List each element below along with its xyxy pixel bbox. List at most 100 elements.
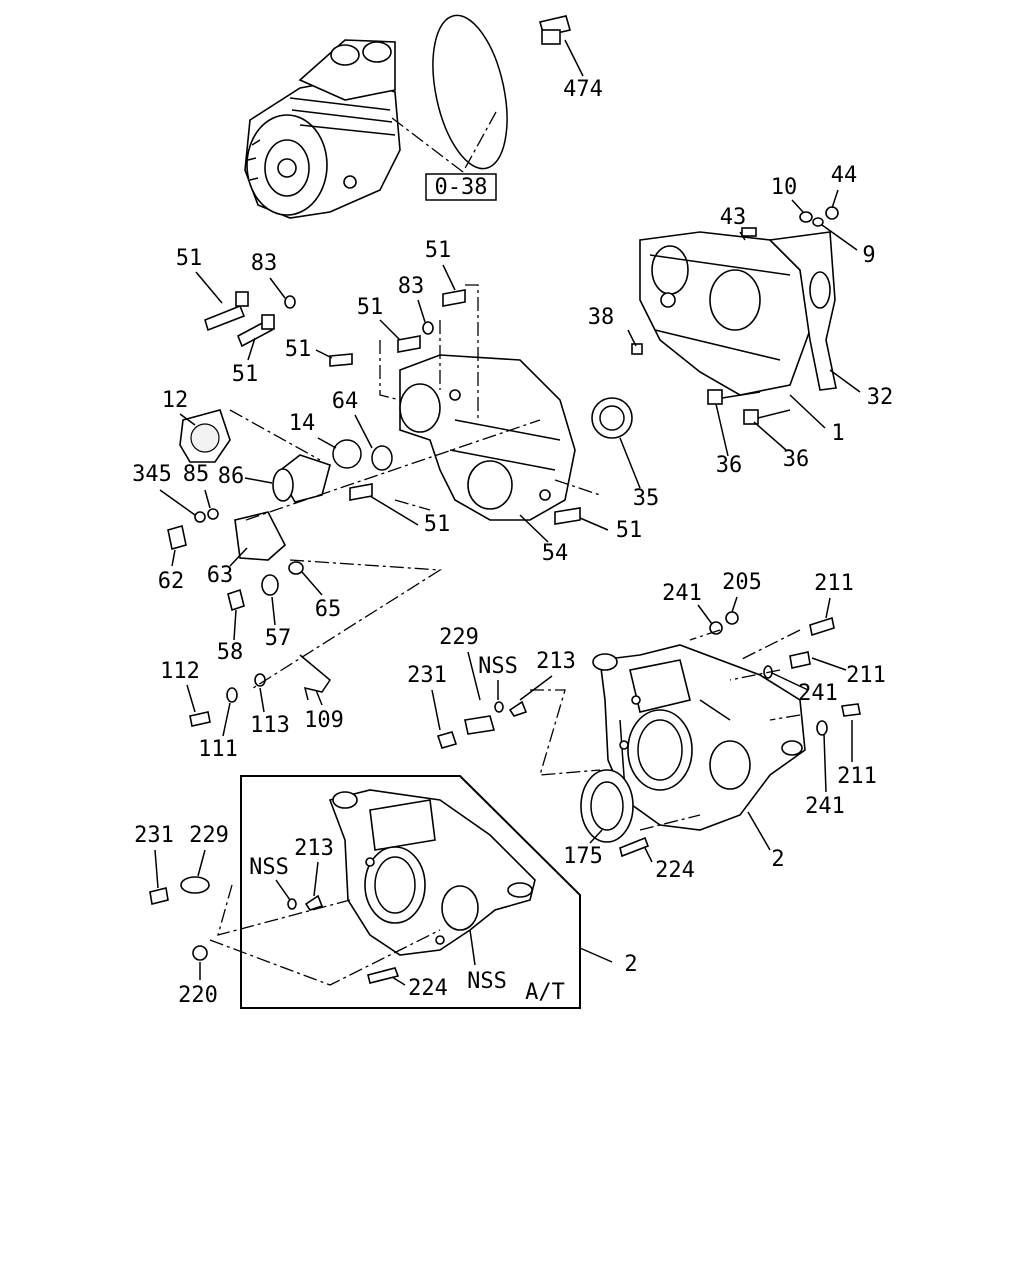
callout-51: 51 <box>176 246 203 271</box>
callout-345: 345 <box>132 462 172 487</box>
callout-1: 1 <box>831 421 844 446</box>
callout-10: 10 <box>771 175 798 200</box>
bolt-part <box>149 887 169 905</box>
washer-part <box>194 511 206 523</box>
flywheel-housing-drawing <box>592 644 806 831</box>
timing-gear-case-drawing <box>639 231 837 396</box>
o-ring-part <box>432 14 508 170</box>
callout-9: 9 <box>862 243 875 268</box>
callout-nss: NSS <box>249 855 289 880</box>
gasket-part <box>180 876 210 894</box>
pin-part <box>631 343 643 355</box>
nut-part <box>288 561 304 575</box>
callout-51: 51 <box>616 518 643 543</box>
callout-231: 231 <box>134 823 174 848</box>
callout-109: 109 <box>304 708 344 733</box>
callout-58: 58 <box>217 640 244 665</box>
callout-64: 64 <box>332 389 359 414</box>
plug-part <box>538 15 572 45</box>
reference-box <box>425 173 497 201</box>
callout-51: 51 <box>425 238 452 263</box>
callout-224: 224 <box>408 976 448 1001</box>
callout-51: 51 <box>232 362 259 387</box>
callout-51: 51 <box>285 337 312 362</box>
callout-35: 35 <box>633 486 660 511</box>
bracket-part <box>299 654 331 701</box>
bolt-part <box>167 524 187 551</box>
callout-229: 229 <box>189 823 229 848</box>
rear-oil-seal-part <box>580 769 634 843</box>
snap-ring-part <box>812 217 824 227</box>
air-compressor-drawing <box>244 39 401 219</box>
pin-part <box>287 898 297 910</box>
bolt-part <box>743 409 759 425</box>
callout-2: 2 <box>771 847 784 872</box>
nut-part <box>192 945 208 961</box>
callout-229: 229 <box>439 625 479 650</box>
callout-labels: 474 44 10 9 43 32 38 1 36 36 35 51 83 51… <box>132 77 893 1008</box>
callout-113: 113 <box>250 713 290 738</box>
washer-part <box>422 321 434 335</box>
callout-213: 213 <box>536 649 576 674</box>
at-flywheel-housing-drawing <box>328 789 536 956</box>
callout-211: 211 <box>837 764 877 789</box>
bolt-part <box>707 389 723 405</box>
callout-36: 36 <box>783 447 810 472</box>
callout-36: 36 <box>716 453 743 478</box>
callout-224: 224 <box>655 858 695 883</box>
callout-leaders <box>154 39 861 986</box>
callout-51: 51 <box>424 512 451 537</box>
callout-54: 54 <box>542 541 569 566</box>
bolt-part <box>227 588 245 612</box>
callout-85: 85 <box>183 462 210 487</box>
leader-0-38 <box>391 111 497 173</box>
bolt-set <box>204 289 581 525</box>
bracket-part <box>304 894 324 911</box>
callout-38: 38 <box>588 305 615 330</box>
callout-211: 211 <box>814 571 854 596</box>
callout-nss: NSS <box>467 969 507 994</box>
fastener-set <box>436 611 861 858</box>
callout-44: 44 <box>831 163 858 188</box>
callout-241: 241 <box>798 681 838 706</box>
o-ring-part <box>332 439 362 469</box>
callout-86: 86 <box>218 464 245 489</box>
callout-51: 51 <box>357 295 384 320</box>
o-ring-part <box>371 445 393 471</box>
callout-474: 474 <box>563 77 603 102</box>
callout-32: 32 <box>867 385 894 410</box>
callout-83: 83 <box>251 251 278 276</box>
callout-241: 241 <box>805 794 845 819</box>
at-inset-frame <box>240 775 581 1009</box>
reference-box-label: 0-38 <box>435 175 488 200</box>
callout-231: 231 <box>407 663 447 688</box>
callout-213: 213 <box>294 836 334 861</box>
callout-43: 43 <box>720 205 747 230</box>
bolt-part <box>189 711 211 727</box>
callout-14: 14 <box>289 411 316 436</box>
callout-2: 2 <box>624 952 637 977</box>
callout-65: 65 <box>315 597 342 622</box>
callout-63: 63 <box>207 563 234 588</box>
callout-111: 111 <box>198 737 238 762</box>
callout-112: 112 <box>160 659 200 684</box>
oil-seal-part <box>591 397 633 439</box>
shaft-part <box>272 454 331 503</box>
washer-part <box>284 295 296 309</box>
callout-nss: NSS <box>478 654 518 679</box>
gasket-part <box>261 574 279 596</box>
inset-tag: A/T <box>525 980 565 1005</box>
nut-part <box>825 206 839 220</box>
callout-57: 57 <box>265 626 292 651</box>
bolt-part <box>741 227 757 237</box>
callout-211: 211 <box>846 663 886 688</box>
washer-part <box>226 687 238 703</box>
callout-12: 12 <box>162 388 189 413</box>
callout-175: 175 <box>563 844 603 869</box>
callout-220: 220 <box>178 983 218 1008</box>
washer-part <box>207 508 219 520</box>
callout-241: 241 <box>662 581 702 606</box>
washer-part <box>799 211 813 223</box>
